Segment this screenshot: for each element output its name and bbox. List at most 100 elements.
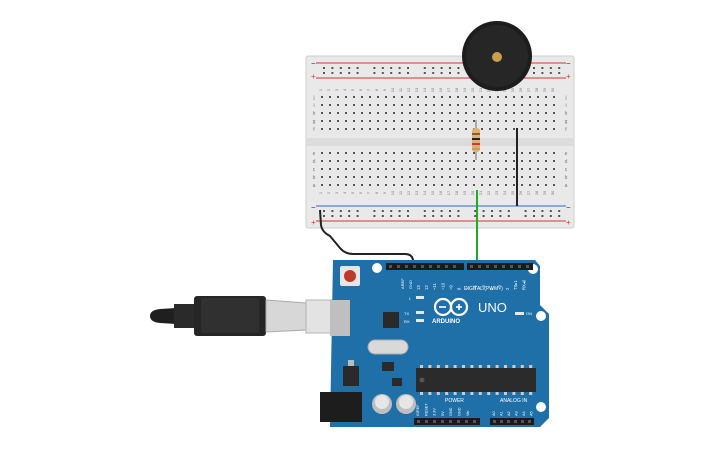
breadboard-hole[interactable] bbox=[337, 104, 339, 106]
breadboard-hole[interactable] bbox=[481, 96, 483, 98]
breadboard-hole[interactable] bbox=[377, 168, 379, 170]
breadboard-hole[interactable] bbox=[321, 168, 323, 170]
breadboard-hole[interactable] bbox=[505, 112, 507, 114]
breadboard-hole[interactable] bbox=[489, 184, 491, 186]
header-pin[interactable] bbox=[449, 420, 452, 423]
breadboard-hole[interactable] bbox=[545, 160, 547, 162]
breadboard-hole[interactable] bbox=[473, 176, 475, 178]
breadboard-hole[interactable] bbox=[433, 112, 435, 114]
breadboard-hole[interactable] bbox=[545, 104, 547, 106]
breadboard-hole[interactable] bbox=[465, 104, 467, 106]
breadboard-hole[interactable] bbox=[401, 168, 403, 170]
rail-hole[interactable] bbox=[524, 210, 527, 212]
breadboard-hole[interactable] bbox=[553, 120, 555, 122]
header-pin[interactable] bbox=[500, 420, 503, 423]
breadboard-hole[interactable] bbox=[385, 176, 387, 178]
breadboard-hole[interactable] bbox=[401, 176, 403, 178]
breadboard-hole[interactable] bbox=[353, 184, 355, 186]
breadboard-hole[interactable] bbox=[505, 96, 507, 98]
breadboard-hole[interactable] bbox=[353, 104, 355, 106]
breadboard-hole[interactable] bbox=[417, 112, 419, 114]
breadboard-hole[interactable] bbox=[513, 120, 515, 122]
breadboard-hole[interactable] bbox=[457, 168, 459, 170]
rail-hole[interactable] bbox=[339, 72, 342, 74]
rail-hole[interactable] bbox=[407, 72, 409, 74]
breadboard-hole[interactable] bbox=[545, 128, 547, 130]
breadboard-hole[interactable] bbox=[553, 128, 555, 130]
breadboard-hole[interactable] bbox=[513, 128, 515, 130]
breadboard-hole[interactable] bbox=[425, 120, 427, 122]
header-pin[interactable] bbox=[486, 265, 489, 268]
rail-hole[interactable] bbox=[440, 215, 443, 217]
rail-hole[interactable] bbox=[449, 210, 451, 212]
rail-hole[interactable] bbox=[323, 72, 325, 74]
breadboard-hole[interactable] bbox=[489, 112, 491, 114]
rail-hole[interactable] bbox=[541, 67, 544, 69]
breadboard-hole[interactable] bbox=[369, 96, 371, 98]
breadboard-hole[interactable] bbox=[393, 152, 395, 154]
breadboard-hole[interactable] bbox=[425, 104, 427, 106]
breadboard-hole[interactable] bbox=[329, 184, 331, 186]
rail-hole[interactable] bbox=[331, 67, 334, 69]
breadboard-hole[interactable] bbox=[425, 96, 427, 98]
breadboard-hole[interactable] bbox=[441, 184, 443, 186]
breadboard-hole[interactable] bbox=[505, 120, 507, 122]
rail-hole[interactable] bbox=[432, 215, 435, 217]
header-pin[interactable] bbox=[453, 265, 456, 268]
header-pin[interactable] bbox=[526, 265, 529, 268]
header-pin[interactable] bbox=[397, 265, 400, 268]
breadboard-hole[interactable] bbox=[409, 112, 411, 114]
breadboard-hole[interactable] bbox=[417, 168, 419, 170]
breadboard-hole[interactable] bbox=[529, 184, 531, 186]
breadboard-hole[interactable] bbox=[481, 104, 483, 106]
rail-hole[interactable] bbox=[449, 67, 451, 69]
breadboard-hole[interactable] bbox=[457, 184, 459, 186]
breadboard-hole[interactable] bbox=[497, 176, 499, 178]
reset-button[interactable] bbox=[344, 270, 356, 282]
rail-hole[interactable] bbox=[398, 72, 401, 74]
breadboard-hole[interactable] bbox=[497, 160, 499, 162]
breadboard-hole[interactable] bbox=[529, 176, 531, 178]
rail-hole[interactable] bbox=[348, 67, 351, 69]
breadboard-hole[interactable] bbox=[489, 176, 491, 178]
breadboard-hole[interactable] bbox=[537, 128, 539, 130]
breadboard-hole[interactable] bbox=[441, 120, 443, 122]
breadboard-hole[interactable] bbox=[385, 120, 387, 122]
breadboard-hole[interactable] bbox=[481, 112, 483, 114]
breadboard-hole[interactable] bbox=[529, 128, 531, 130]
rail-hole[interactable] bbox=[533, 215, 535, 217]
rail-hole[interactable] bbox=[356, 210, 359, 212]
header-pin[interactable] bbox=[433, 420, 436, 423]
breadboard-hole[interactable] bbox=[409, 184, 411, 186]
breadboard-hole[interactable] bbox=[369, 160, 371, 162]
breadboard-hole[interactable] bbox=[521, 120, 523, 122]
breadboard-hole[interactable] bbox=[553, 184, 555, 186]
breadboard-hole[interactable] bbox=[489, 160, 491, 162]
breadboard-hole[interactable] bbox=[521, 184, 523, 186]
rail-hole[interactable] bbox=[533, 72, 535, 74]
header-pin[interactable] bbox=[478, 265, 481, 268]
breadboard-hole[interactable] bbox=[489, 152, 491, 154]
rail-hole[interactable] bbox=[558, 67, 561, 69]
breadboard-hole[interactable] bbox=[545, 112, 547, 114]
breadboard-hole[interactable] bbox=[353, 160, 355, 162]
breadboard-hole[interactable] bbox=[537, 120, 539, 122]
breadboard-hole[interactable] bbox=[489, 128, 491, 130]
breadboard-hole[interactable] bbox=[425, 176, 427, 178]
breadboard-hole[interactable] bbox=[441, 168, 443, 170]
breadboard-hole[interactable] bbox=[385, 96, 387, 98]
rail-hole[interactable] bbox=[398, 210, 401, 212]
rail-hole[interactable] bbox=[507, 210, 510, 212]
breadboard-hole[interactable] bbox=[353, 128, 355, 130]
breadboard-hole[interactable] bbox=[481, 128, 483, 130]
rail-hole[interactable] bbox=[331, 210, 334, 212]
breadboard-hole[interactable] bbox=[321, 112, 323, 114]
rail-hole[interactable] bbox=[491, 210, 493, 212]
breadboard-hole[interactable] bbox=[449, 168, 451, 170]
breadboard-hole[interactable] bbox=[401, 160, 403, 162]
breadboard-hole[interactable] bbox=[345, 104, 347, 106]
rail-hole[interactable] bbox=[390, 72, 393, 74]
breadboard-hole[interactable] bbox=[505, 168, 507, 170]
breadboard-hole[interactable] bbox=[497, 112, 499, 114]
breadboard-hole[interactable] bbox=[537, 168, 539, 170]
